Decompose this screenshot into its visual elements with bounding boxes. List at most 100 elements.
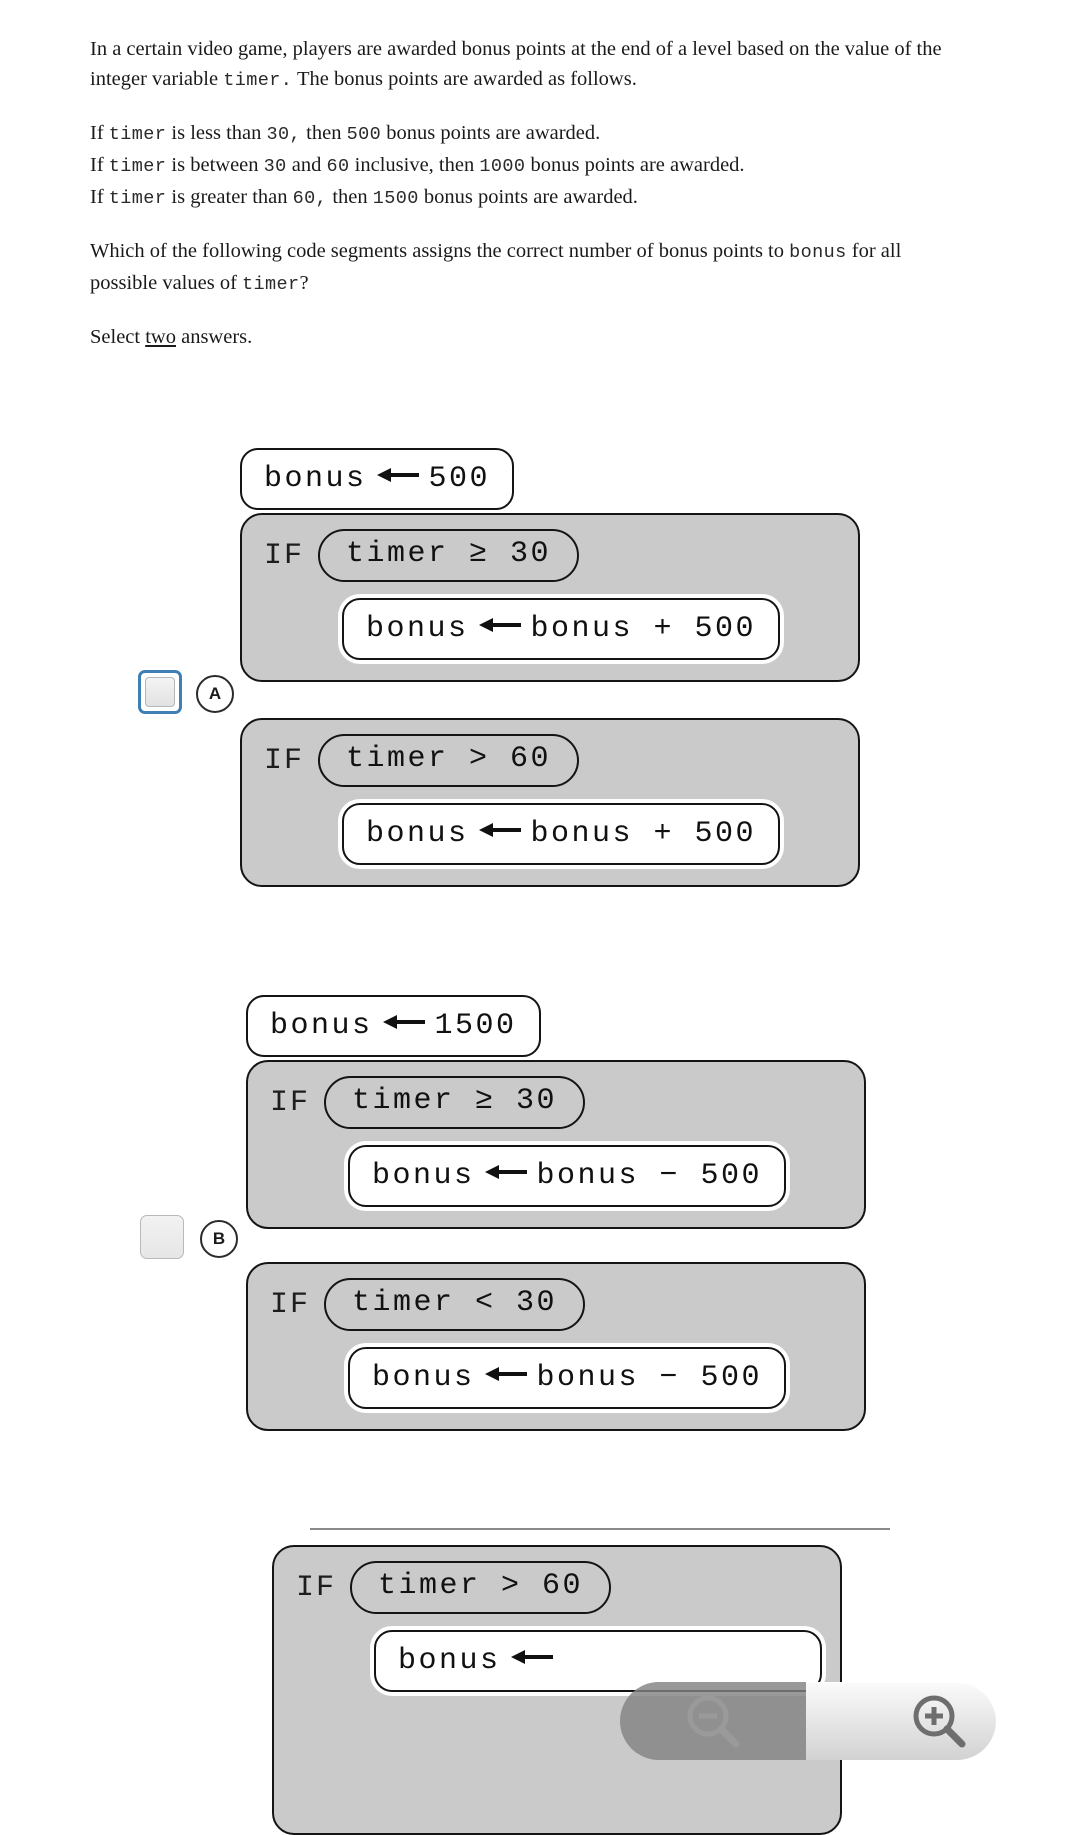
option-b-if-block-1: IF timer ≥ 30 bonus bonus − 500 (246, 1060, 866, 1229)
bonus-rule-3: If timer is greater than 60, then 1500 b… (90, 182, 960, 214)
assignment-arrow-icon (484, 1165, 527, 1179)
stmt-box: bonus 1500 (246, 995, 541, 1057)
question-prompt: Which of the following code segments ass… (90, 236, 960, 300)
stmt-lhs: bonus (372, 1361, 475, 1395)
rule3-post: bonus points are awarded. (423, 186, 638, 208)
rule1-mid: is less than (171, 122, 262, 144)
intro-line-4: The bonus points are awarded as follows. (296, 68, 637, 90)
stmt-rhs: 1500 (434, 1009, 517, 1043)
rule2-inclusive: inclusive, then (354, 154, 475, 176)
if-header: IF timer ≥ 30 (270, 1076, 846, 1129)
question-stem: In a certain video game, players are awa… (90, 34, 960, 352)
assignment-arrow-icon (478, 618, 521, 632)
if-body-stmt: bonus (374, 1630, 822, 1692)
if-condition: timer > 60 (318, 734, 580, 787)
assignment-arrow-icon (510, 1650, 553, 1664)
magnifier-plus-icon (913, 1695, 966, 1748)
magnifier-minus-icon (687, 1695, 740, 1748)
stmt-rhs: 500 (428, 462, 491, 496)
if-condition: timer > 60 (350, 1561, 612, 1614)
rule2-if: If (90, 154, 104, 176)
if-keyword: IF (270, 1287, 311, 1322)
if-condition-text: timer ≥ 30 (352, 1084, 558, 1118)
option-a-assign-stmt: bonus 500 (240, 448, 515, 510)
select-pre: Select (90, 326, 141, 348)
checkbox-option-a[interactable] (138, 670, 182, 714)
if-header: IF timer ≥ 30 (264, 529, 840, 582)
rule3-mid: is greater than (171, 186, 288, 208)
rule3-points: 1500 (372, 188, 419, 209)
option-a-if-block-2: IF timer > 60 bonus bonus + 500 (240, 718, 860, 887)
stmt-box: bonus 500 (240, 448, 515, 510)
rule1-points: 500 (346, 124, 382, 145)
if-condition-text: timer ≥ 30 (346, 537, 552, 571)
stmt-lhs: bonus (270, 1009, 373, 1043)
assignment-arrow-icon (382, 1015, 425, 1029)
bonus-rules-list: If timer is less than 30, then 500 bonus… (90, 118, 960, 214)
intro-line-1: In a certain video game, players are awa… (90, 38, 942, 60)
stmt-lhs: bonus (398, 1644, 501, 1678)
stmt-rhs: bonus + 500 (530, 612, 757, 646)
rule3-then: then (332, 186, 368, 208)
option-letter-a: A (196, 675, 234, 713)
bonus-rule-2: If timer is between 30 and 60 inclusive,… (90, 150, 960, 182)
if-header: IF timer < 30 (270, 1278, 846, 1331)
if-body-stmt: bonus bonus − 500 (348, 1145, 787, 1207)
rule2-post: bonus points are awarded. (530, 154, 745, 176)
rule2-and: and (291, 154, 322, 176)
if-keyword: IF (264, 743, 305, 778)
prompt-part-b: for all (851, 240, 902, 262)
code-timer-intro: timer. (223, 70, 293, 91)
stmt-lhs: bonus (264, 462, 367, 496)
rule2-high: 60 (326, 156, 350, 177)
assignment-arrow-icon (478, 823, 521, 837)
if-condition-text: timer < 30 (352, 1286, 558, 1320)
intro-line-2: integer variable (90, 68, 219, 90)
if-keyword: IF (296, 1570, 337, 1605)
rule2-mid: is between (171, 154, 259, 176)
if-body-stmt: bonus bonus + 500 (342, 598, 781, 660)
select-emphasis: two (145, 326, 176, 348)
if-keyword: IF (270, 1085, 311, 1120)
rule3-if: If (90, 186, 104, 208)
select-post: answers. (181, 326, 253, 348)
code-bonus-prompt: bonus (789, 242, 847, 263)
rule1-if: If (90, 122, 104, 144)
if-condition-text: timer > 60 (346, 742, 552, 776)
code-timer-prompt: timer (242, 274, 300, 295)
assignment-arrow-icon (484, 1367, 527, 1381)
stmt-lhs: bonus (366, 817, 469, 851)
if-body-stmt: bonus bonus + 500 (342, 803, 781, 865)
rule2-var: timer (108, 156, 167, 177)
rule2-points: 1000 (479, 156, 526, 177)
prompt-question-mark: ? (299, 272, 309, 294)
option-b-if-block-2: IF timer < 30 bonus bonus − 500 (246, 1262, 866, 1431)
stmt-lhs: bonus (372, 1159, 475, 1193)
if-condition: timer < 30 (324, 1278, 586, 1331)
rule3-threshold: 60, (292, 188, 328, 209)
if-condition: timer ≥ 30 (318, 529, 580, 582)
prompt-part-a: Which of the following code segments ass… (90, 240, 785, 262)
assignment-arrow-icon (376, 468, 419, 482)
zoom-out-button[interactable] (620, 1682, 806, 1760)
stmt-rhs: bonus − 500 (536, 1361, 763, 1395)
checkbox-option-b-fill (145, 1220, 179, 1254)
question-intro: In a certain video game, players are awa… (90, 34, 960, 96)
select-instruction: Select two answers. (90, 322, 960, 352)
zoom-in-button[interactable] (806, 1682, 996, 1760)
rule1-threshold: 30, (266, 124, 302, 145)
if-condition: timer ≥ 30 (324, 1076, 586, 1129)
if-keyword: IF (264, 538, 305, 573)
rule2-low: 30 (263, 156, 287, 177)
checkbox-option-b[interactable] (140, 1215, 184, 1259)
if-header: IF timer > 60 (264, 734, 840, 787)
if-header: IF timer > 60 (296, 1561, 822, 1614)
section-divider (310, 1528, 890, 1530)
prompt-part-c: possible values of (90, 272, 237, 294)
rule1-var: timer (108, 124, 167, 145)
rule1-then: then (306, 122, 342, 144)
if-body-stmt: bonus bonus − 500 (348, 1347, 787, 1409)
stmt-rhs: bonus − 500 (536, 1159, 763, 1193)
zoom-control-bar[interactable] (620, 1682, 996, 1760)
option-letter-b: B (200, 1220, 238, 1258)
